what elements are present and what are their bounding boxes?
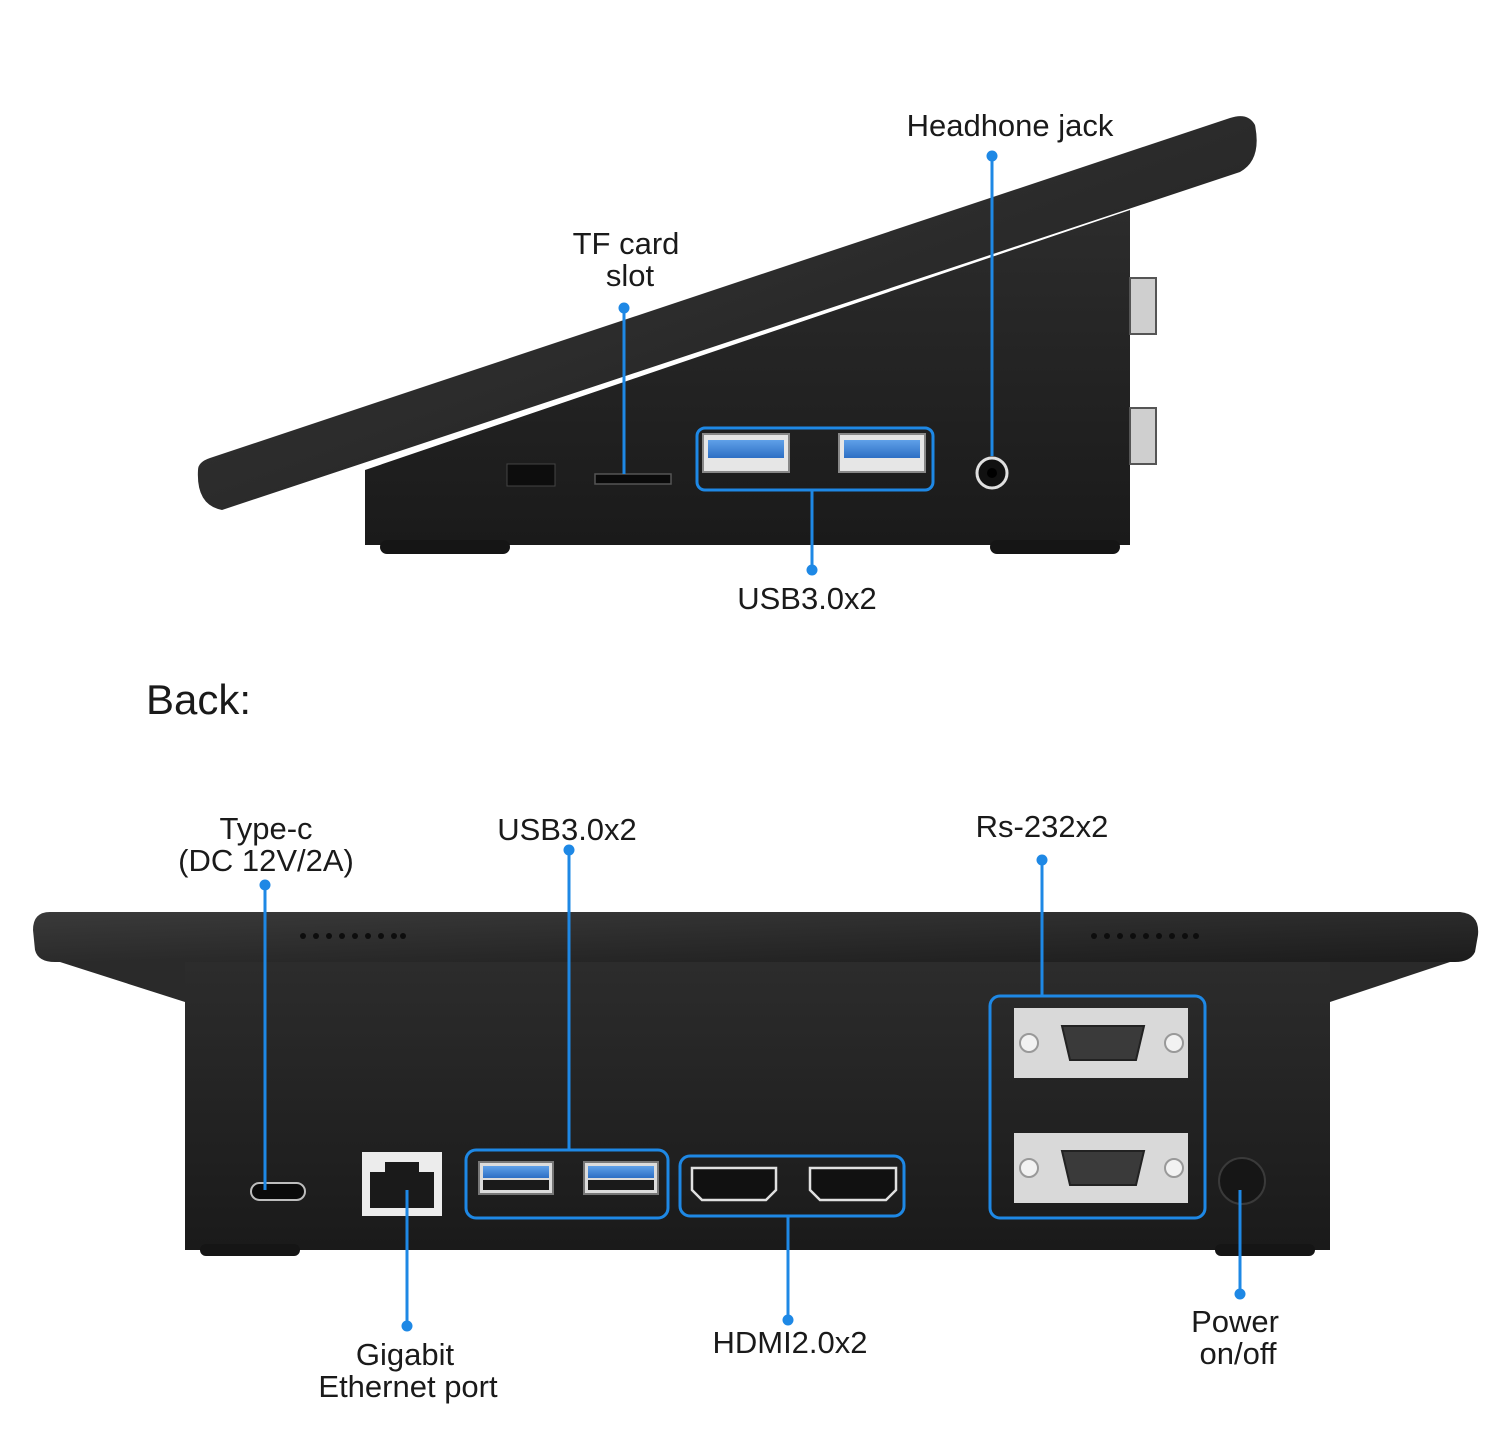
type-c-label-line1: Type-c — [219, 811, 313, 846]
tf-callout-dot — [618, 302, 630, 314]
side-foot-right — [990, 540, 1120, 554]
hdmi-label: HDMI2.0x2 — [712, 1325, 868, 1360]
side-usb-callout-dot — [806, 564, 818, 576]
ethernet-port — [362, 1152, 442, 1216]
side-foot-left — [380, 540, 510, 554]
side-rear-connector-bottom — [1129, 407, 1157, 465]
back-foot-right — [1215, 1244, 1315, 1256]
side-view-device — [197, 116, 1257, 554]
power-callout-dot — [1234, 1288, 1246, 1300]
rs232-port-2 — [1014, 1133, 1188, 1203]
side-usb-port-2 — [838, 433, 926, 473]
side-usb-callout-box — [695, 426, 935, 492]
back-callouts — [263, 850, 1242, 1326]
back-usb-callout-dot — [563, 844, 575, 856]
back-main-body — [185, 962, 1330, 1250]
side-callouts — [622, 156, 994, 570]
ethernet-label-line1: Gigabit — [355, 1337, 455, 1372]
speaker-grille-left — [300, 933, 406, 939]
rs232-port-1 — [1014, 1008, 1188, 1078]
power-label-line2: on/off — [1199, 1336, 1277, 1371]
hdmi-port-2 — [808, 1166, 898, 1202]
hdmi-port-1 — [690, 1166, 778, 1202]
side-base-body — [365, 210, 1130, 545]
side-usb-label: USB3.0x2 — [737, 581, 877, 616]
ethernet-callout-dot — [401, 1320, 413, 1332]
headphone-jack — [975, 456, 1009, 490]
power-button — [1218, 1157, 1266, 1205]
back-usb-port-1 — [478, 1161, 554, 1195]
headphone-jack-label: Headhone jack — [906, 108, 1114, 143]
back-section-title: Back: — [146, 676, 252, 723]
side-usb-port-1 — [702, 433, 790, 473]
type-c-callout-dot — [259, 879, 271, 891]
tf-card-label-line2: slot — [605, 258, 655, 293]
hdmi-callout-box — [678, 1154, 906, 1218]
power-label-line1: Power — [1191, 1304, 1279, 1339]
tf-card-slot — [594, 473, 672, 485]
rs232-label: Rs-232x2 — [975, 809, 1109, 844]
back-stand-wing-right — [1330, 962, 1450, 1002]
back-foot-left — [200, 1244, 300, 1256]
back-usb-label: USB3.0x2 — [497, 812, 637, 847]
side-small-port — [506, 463, 556, 487]
hdmi-callout-dot — [782, 1314, 794, 1326]
rs232-callout-box — [988, 994, 1207, 1220]
speaker-grille-right — [1091, 933, 1199, 939]
rs232-callout-dot — [1036, 854, 1048, 866]
headphone-callout-dot — [986, 150, 998, 162]
type-c-port — [250, 1182, 306, 1201]
back-screen-panel — [33, 912, 1479, 962]
back-usb-callout-box — [464, 1148, 670, 1220]
back-callout-dots — [259, 844, 1246, 1332]
back-view-device — [33, 912, 1479, 1256]
type-c-label-line2: (DC 12V/2A) — [178, 843, 354, 878]
back-usb-port-2 — [583, 1161, 659, 1195]
ethernet-label-line2: Ethernet port — [318, 1369, 498, 1404]
tf-card-label-line1: TF card — [572, 226, 680, 261]
side-rear-connector-top — [1129, 277, 1157, 335]
back-stand-wing-left — [60, 962, 185, 1002]
side-callout-dots — [618, 150, 998, 576]
